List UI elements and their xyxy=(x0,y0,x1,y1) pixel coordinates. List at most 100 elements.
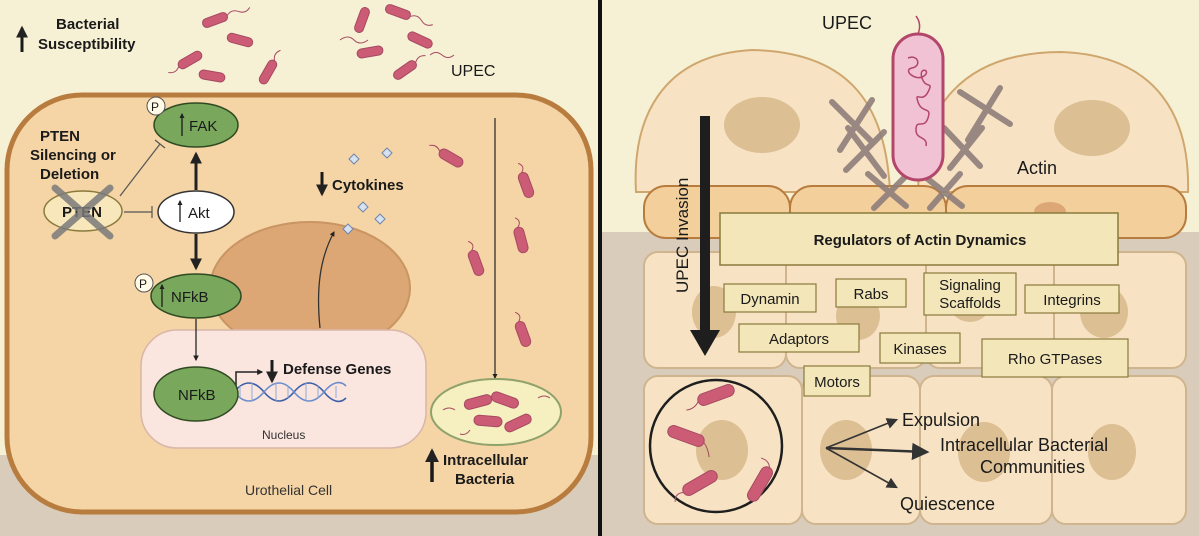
cytokine-icon xyxy=(381,147,393,159)
actin-fiber xyxy=(871,171,911,211)
actin-fibers xyxy=(829,85,1013,211)
pten-note-line3: Deletion xyxy=(40,166,99,183)
nfkb-label: NFkB xyxy=(171,289,209,306)
bacterium-icon xyxy=(491,391,519,409)
bacterium-icon xyxy=(393,55,426,80)
arrow-to-ibc xyxy=(825,442,930,461)
phospho-label: P xyxy=(139,277,147,291)
regulator-kinases: Kinases xyxy=(893,341,946,358)
actin-fiber xyxy=(865,171,909,209)
actin-fiber xyxy=(927,171,963,211)
actin-fiber xyxy=(965,85,1003,143)
bacterium-icon xyxy=(747,457,773,502)
bacterial-vacuole xyxy=(430,378,562,446)
outcome-expulsion: Expulsion xyxy=(902,410,980,430)
right-panel: UPEC Actin UPEC Invasion Regulators of A… xyxy=(602,0,1199,536)
cytokine-particles xyxy=(342,147,393,235)
bacterium-icon xyxy=(513,217,529,254)
bacterium-icon xyxy=(226,32,254,48)
phospho-icon xyxy=(134,273,154,293)
nfkb-nuclear-node xyxy=(153,366,239,422)
pten-note: PTEN Silencing or Deletion xyxy=(30,128,116,183)
pten-note-line1: PTEN xyxy=(40,128,80,145)
pten-note-line2: Silencing or xyxy=(30,147,116,164)
regulator-chip-dynamin xyxy=(723,283,817,313)
bacterium-icon xyxy=(385,4,433,26)
regulator-chip-kinases xyxy=(879,332,961,364)
fak-label: FAK xyxy=(189,118,217,135)
regulator-rabs: Rabs xyxy=(853,286,888,303)
panel-divider xyxy=(598,0,602,536)
bacterium-icon xyxy=(514,311,532,348)
nucleus-right xyxy=(1088,424,1136,480)
bacterium-icon xyxy=(467,240,485,277)
regulator-chip-signaling xyxy=(923,272,1017,316)
regulator-chip-adaptors xyxy=(738,323,860,353)
arrow-to-quiescence xyxy=(825,447,898,489)
cytokine-release-arrow xyxy=(317,231,335,329)
regulator-chip-rabs xyxy=(835,278,907,308)
vacuole-bacteria xyxy=(442,391,551,435)
cytokine-icon xyxy=(374,213,386,225)
deletion-cross-icon xyxy=(51,184,114,240)
upec-label-left: UPEC xyxy=(451,63,495,80)
extracellular-bacteria xyxy=(168,4,455,85)
bacterium-icon xyxy=(202,7,251,28)
outcome-ibc-line2: Communities xyxy=(980,457,1085,477)
entering-bacteria xyxy=(429,144,535,348)
cytokine-icon xyxy=(357,201,369,213)
bacterial-susceptibility-line1: Bacterial xyxy=(56,16,119,33)
pten-inhibition xyxy=(119,139,166,218)
intracellular-bacteria-line2: Bacteria xyxy=(455,471,515,488)
nucleus-right xyxy=(696,420,748,480)
upec-invasion-label: UPEC Invasion xyxy=(673,178,692,293)
upec-bacterium-icon xyxy=(891,32,945,182)
actin-label: Actin xyxy=(1017,158,1057,178)
nucleus-right xyxy=(724,97,800,153)
outcome-ibc-line1: Intracellular Bacterial xyxy=(940,435,1108,455)
actin-fiber xyxy=(829,99,875,145)
regulator-chip-rho xyxy=(981,338,1129,378)
defense-genes-label: Defense Genes xyxy=(283,361,391,378)
bacterium-icon xyxy=(674,470,718,502)
nucleus-right xyxy=(1054,100,1130,156)
bacterium-icon xyxy=(429,144,464,168)
bacterium-icon xyxy=(168,50,203,74)
regulator-dynamin: Dynamin xyxy=(740,291,799,308)
nfkb-node xyxy=(150,273,242,319)
infected-cell-highlight xyxy=(648,378,784,514)
regulator-chip-integrins xyxy=(1024,284,1120,314)
bacterium-icon xyxy=(356,45,384,59)
actin-fiber xyxy=(941,125,983,169)
regulator-signaling-line2: Scaffolds xyxy=(939,295,1000,312)
dna-coil-icon xyxy=(907,56,931,147)
invading-upec xyxy=(891,15,945,182)
nfkb-nuclear-label: NFkB xyxy=(178,387,216,404)
bacterium-icon xyxy=(198,69,226,83)
bacterium-icon xyxy=(258,49,281,85)
upec-invasion-arrowhead xyxy=(690,330,720,356)
regulator-chip-motors xyxy=(803,365,871,397)
regulators-title: Regulators of Actin Dynamics xyxy=(814,232,1027,249)
bacterium-icon xyxy=(473,414,503,428)
outcome-quiescence: Quiescence xyxy=(900,494,995,514)
arrow-to-expulsion xyxy=(825,418,899,449)
phospho-label: P xyxy=(151,100,159,114)
actin-fiber xyxy=(947,125,985,171)
bacterial-susceptibility-line2: Susceptibility xyxy=(38,36,136,53)
regulator-integrins: Integrins xyxy=(1043,292,1101,309)
cytokines-label: Cytokines xyxy=(332,177,404,194)
cytokine-icon xyxy=(342,223,354,235)
bacterium-icon xyxy=(407,31,433,49)
regulator-chips xyxy=(723,272,1129,397)
fak-node xyxy=(153,102,239,148)
left-panel: Bacterial Susceptibility UPEC Urothelial… xyxy=(0,0,598,536)
intracellular-bacteria-right xyxy=(667,384,773,502)
bacterium-icon xyxy=(517,162,535,199)
regulator-signaling-line1: Signaling xyxy=(939,277,1001,294)
regulator-adaptors: Adaptors xyxy=(769,331,829,348)
bacterium-icon xyxy=(667,425,710,458)
intracellular-bacteria-line1: Intracellular xyxy=(443,452,528,469)
phospho-icon xyxy=(146,96,166,116)
